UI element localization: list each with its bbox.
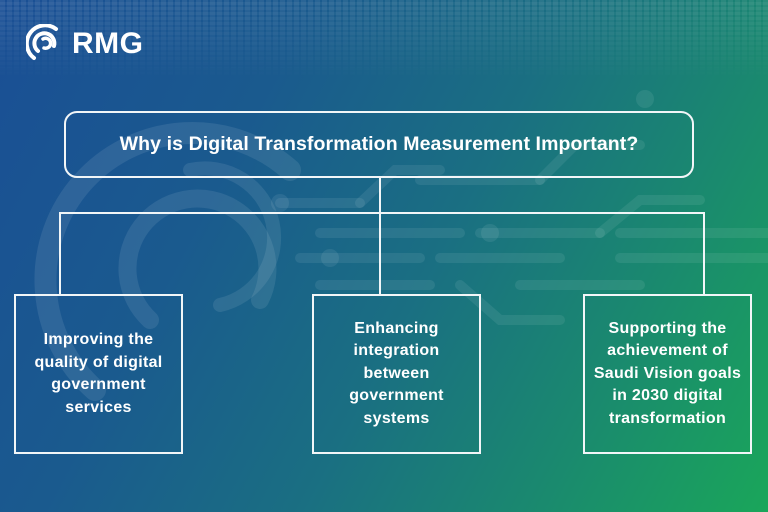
connector-horizontal [59, 212, 705, 214]
rmg-swirl-icon [26, 24, 58, 60]
diagram-title-box: Why is Digital Transformation Measuremen… [64, 111, 694, 178]
reason-card-text: Enhancing integration between government… [349, 319, 444, 427]
connector-trunk [379, 178, 381, 294]
connector-right [703, 212, 705, 294]
reason-card-text: Improving the quality of digital governm… [34, 331, 163, 416]
rmg-logo[interactable]: RMG [26, 24, 144, 64]
logo-wordmark: RMG [72, 27, 144, 60]
reason-card-text: Supporting the achievement of Saudi Visi… [593, 319, 742, 427]
reason-card-3: Supporting the achievement of Saudi Visi… [583, 294, 752, 454]
reason-card-2: Enhancing integration between government… [312, 294, 481, 454]
connector-left [59, 212, 61, 294]
reason-card-1: Improving the quality of digital governm… [14, 294, 183, 454]
pixel-pattern-background [0, 0, 768, 80]
diagram-title: Why is Digital Transformation Measuremen… [119, 133, 639, 155]
